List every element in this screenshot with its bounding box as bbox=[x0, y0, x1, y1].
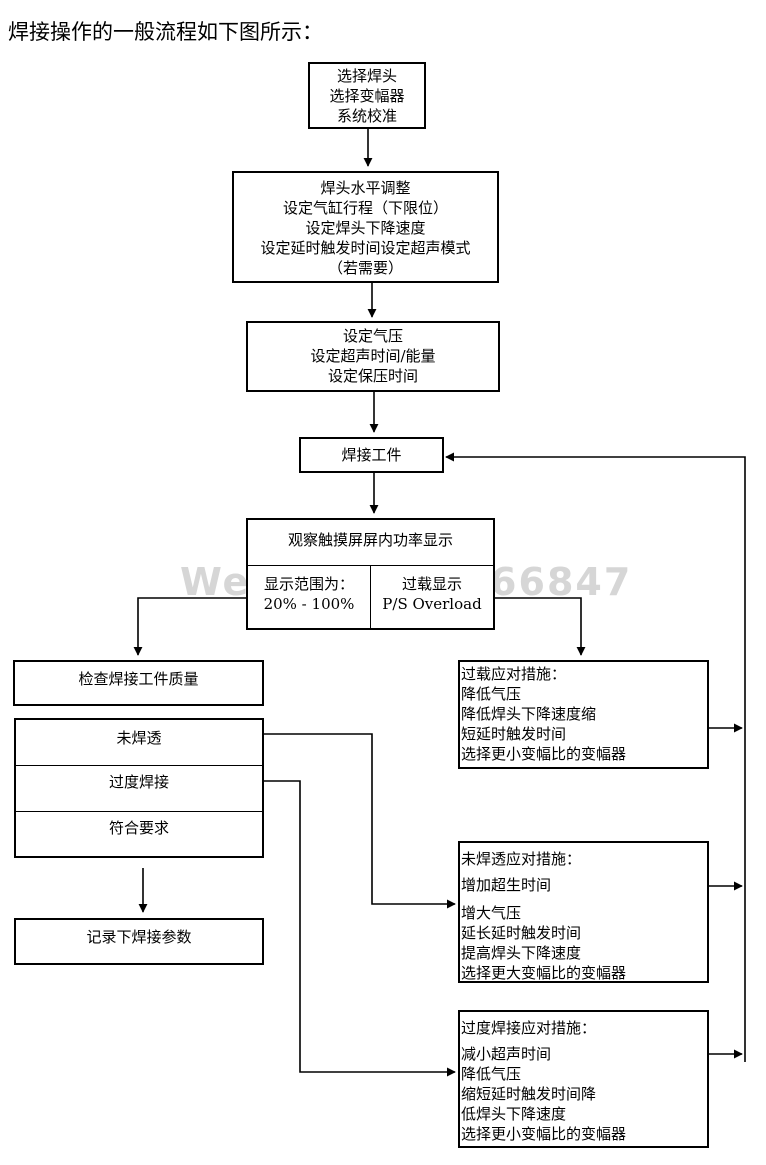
overload-value: P/S Overload bbox=[382, 595, 482, 613]
step-line: 选择焊头 bbox=[336, 67, 397, 85]
record-params-box: 记录下焊接参数 bbox=[14, 918, 264, 965]
measure-item: 延长延时触发时间 bbox=[461, 924, 582, 942]
step-line: 设定气压 bbox=[342, 327, 403, 345]
arrow-range-to-check bbox=[133, 597, 246, 656]
overload-cell: 过载显示 P/S Overload bbox=[371, 566, 493, 628]
step-line: 设定延时触发时间设定超声模式 bbox=[260, 239, 471, 257]
overweld-measures-box: 过度焊接应对措施： 减小超声时间 降低气压 缩短延时触发时间降 低焊头下降速度 … bbox=[458, 1010, 709, 1148]
weld-box: 焊接工件 bbox=[299, 437, 444, 473]
record-label: 记录下焊接参数 bbox=[86, 928, 192, 946]
step-line: 选择变幅器 bbox=[329, 87, 405, 105]
overload-label: 过载显示 bbox=[401, 575, 462, 593]
measure-item: 减小超声时间 bbox=[461, 1045, 552, 1063]
range-value: 20% - 100% bbox=[263, 595, 355, 613]
results-box: 未焊透 过度焊接 符合要求 bbox=[14, 718, 264, 858]
underweld-measures-box: 未焊透应对措施： 增加超生时间 增大气压 延长延时触发时间 提高焊头下降速度 选… bbox=[458, 841, 709, 983]
measure-item: 增大气压 bbox=[461, 904, 522, 922]
measures-title: 未焊透应对措施： bbox=[461, 850, 582, 868]
check-quality-box: 检查焊接工件质量 bbox=[13, 660, 264, 706]
result-ok: 符合要求 bbox=[16, 812, 262, 856]
measure-item: 缩短延时触发时间降 bbox=[461, 1085, 597, 1103]
overload-measures-box: 过载应对措施： 降低气压 降低焊头下降速度缩 短延时触发时间 选择更小变幅比的变… bbox=[458, 660, 709, 769]
measure-item: 短延时触发时间 bbox=[461, 725, 567, 743]
setup-box: 焊头水平调整 设定气缸行程（下限位） 设定焊头下降速度 设定延时触发时间设定超声… bbox=[232, 171, 499, 283]
step-line: 焊接工件 bbox=[341, 446, 402, 464]
range-label: 显示范围为： bbox=[263, 575, 354, 593]
observe-label: 观察触摸屏屏内功率显示 bbox=[287, 531, 453, 549]
measure-item: 降低焊头下降速度缩 bbox=[461, 705, 597, 723]
measure-item: 低焊头下降速度 bbox=[461, 1105, 567, 1123]
result-label: 过度焊接 bbox=[108, 773, 169, 791]
measure-item: 提高焊头下降速度 bbox=[461, 944, 582, 962]
step-line: 设定超声时间/能量 bbox=[310, 347, 436, 365]
observe-box: 观察触摸屏屏内功率显示 显示范围为： 20% - 100% 过载显示 P/S O… bbox=[246, 518, 495, 630]
select-horn-box: 选择焊头 选择变幅器 系统校准 bbox=[308, 62, 426, 129]
measure-item: 选择更小变幅比的变幅器 bbox=[461, 745, 627, 763]
measure-item: 降低气压 bbox=[461, 685, 522, 703]
step-line: （若需要） bbox=[327, 259, 403, 277]
measure-item: 增加超生时间 bbox=[461, 876, 552, 894]
step-line: 设定气缸行程（下限位） bbox=[282, 199, 448, 217]
arrow-overload-to-measures bbox=[494, 597, 586, 656]
observe-header: 观察触摸屏屏内功率显示 bbox=[248, 520, 493, 566]
measure-item: 选择更大变幅比的变幅器 bbox=[461, 964, 627, 982]
result-underweld: 未焊透 bbox=[16, 720, 262, 766]
step-line: 设定保压时间 bbox=[327, 367, 418, 385]
measures-title: 过度焊接应对措施： bbox=[461, 1019, 597, 1037]
result-label: 未焊透 bbox=[116, 729, 162, 747]
page-title: 焊接操作的一般流程如下图所示： bbox=[8, 20, 323, 44]
measure-item: 降低气压 bbox=[461, 1065, 522, 1083]
arrow-overweld-to-measures bbox=[264, 780, 456, 1077]
result-overweld: 过度焊接 bbox=[16, 766, 262, 812]
step-line: 设定焊头下降速度 bbox=[305, 219, 426, 237]
measures-title: 过载应对措施： bbox=[461, 665, 567, 683]
result-label: 符合要求 bbox=[108, 819, 169, 837]
step-line: 焊头水平调整 bbox=[320, 179, 411, 197]
arrow-underweld-to-measures bbox=[264, 733, 456, 909]
measure-item: 选择更小变幅比的变幅器 bbox=[461, 1125, 627, 1143]
params-box: 设定气压 设定超声时间/能量 设定保压时间 bbox=[246, 321, 500, 392]
range-cell: 显示范围为： 20% - 100% bbox=[248, 566, 371, 628]
step-line: 系统校准 bbox=[336, 107, 397, 125]
check-label: 检查焊接工件质量 bbox=[78, 670, 199, 688]
